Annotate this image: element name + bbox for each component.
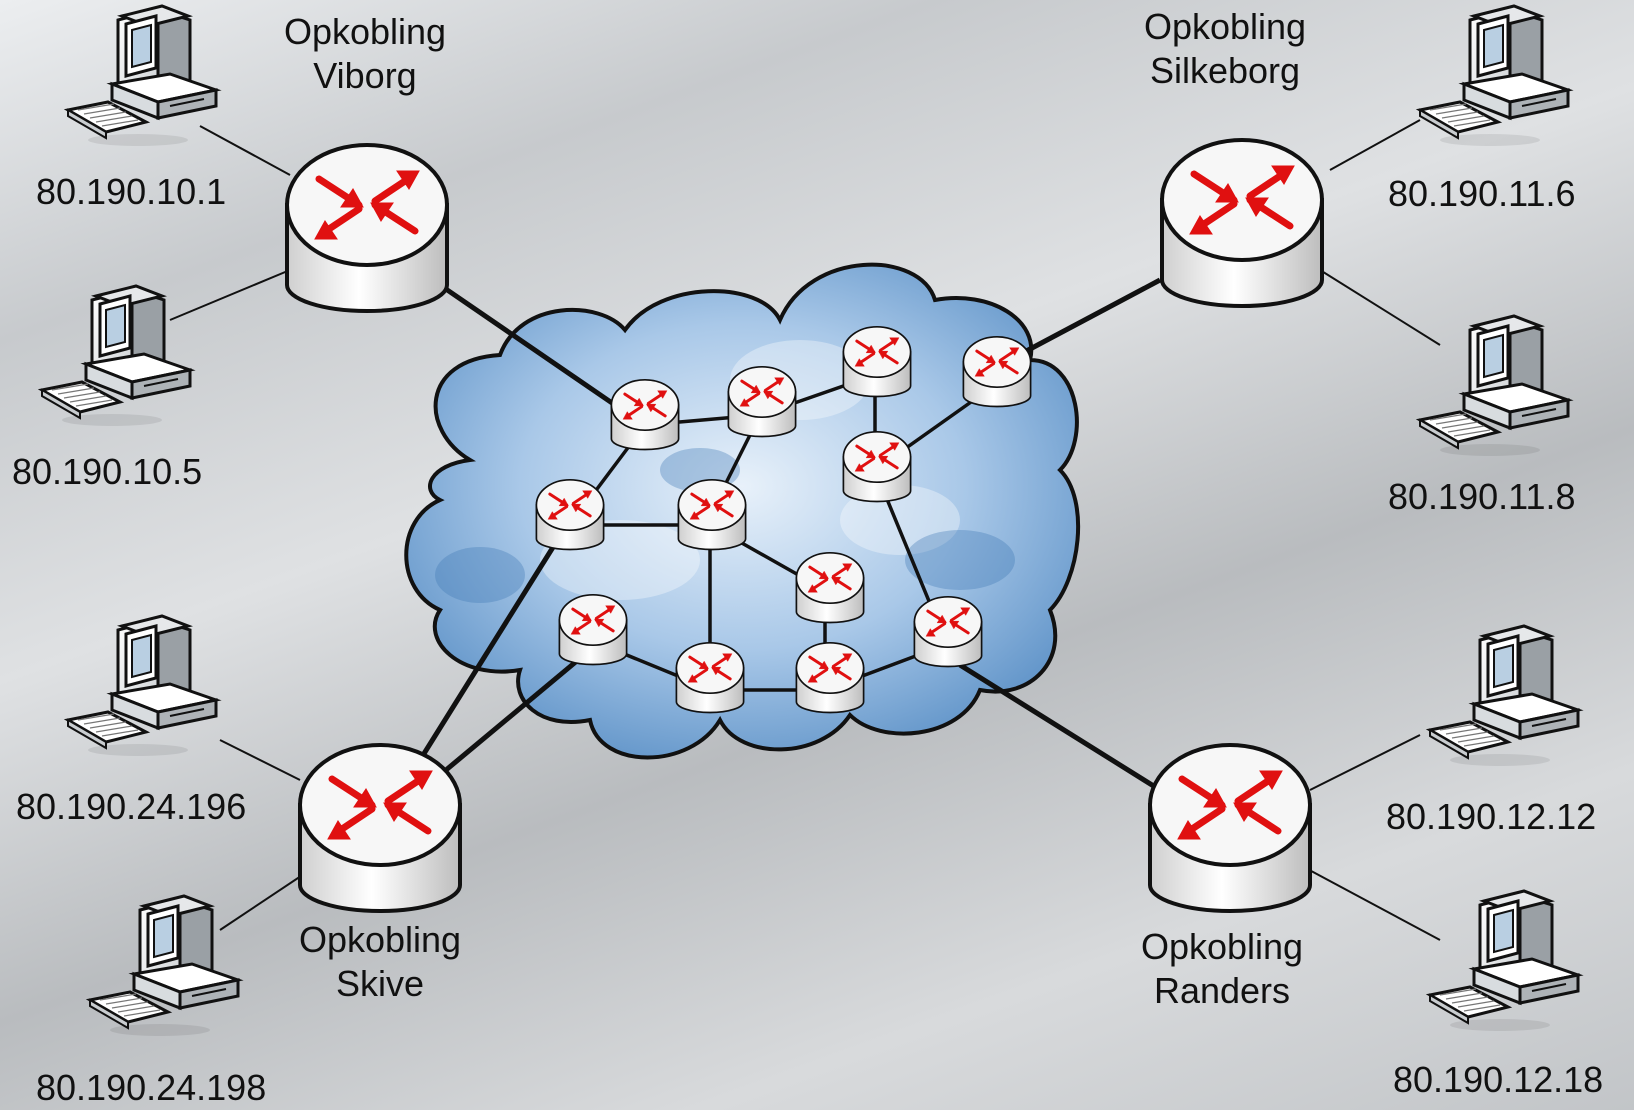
router-icon [794, 551, 866, 624]
router-icon [300, 745, 460, 911]
router-icon [912, 595, 984, 668]
site-label-line1: Opkobling [1143, 6, 1307, 47]
router-icon [794, 641, 866, 714]
router-icon [676, 478, 748, 551]
router-icon [1150, 745, 1310, 911]
computer-icon [88, 894, 240, 1038]
computer-icon [1428, 889, 1580, 1033]
router-icon [841, 430, 913, 503]
host-ip-label: 80.190.24.198 [36, 1067, 267, 1108]
router-icon [534, 478, 606, 551]
site-label-line2: Randers [1153, 970, 1291, 1011]
computer-icon [1418, 314, 1570, 458]
site-label-randers: Opkobling Randers [1141, 925, 1303, 1013]
router-icon [726, 365, 798, 438]
computer-icon [66, 614, 218, 758]
backbone-links [417, 277, 1162, 793]
computer-icon [66, 4, 218, 148]
site-label-line2: Silkeborg [1149, 50, 1301, 91]
router-icon [557, 593, 629, 666]
site-label-line2: Skive [335, 963, 425, 1004]
router-icon [1162, 140, 1322, 306]
site-label-line1: Opkobling [283, 11, 447, 52]
site-label-skive: Opkobling Skive [299, 918, 461, 1006]
site-label-silkeborg: Opkobling Silkeborg [1144, 5, 1306, 93]
host-ip-label: 80.190.11.8 [1388, 476, 1576, 517]
router-icon [609, 378, 681, 451]
site-label-line1: Opkobling [298, 919, 462, 960]
site-label-viborg: Opkobling Viborg [284, 10, 446, 98]
computer-icon [40, 284, 192, 428]
host-ip-label: 80.190.10.1 [36, 171, 227, 212]
computer-icon [1418, 4, 1570, 148]
host-ip-label: 80.190.24.196 [16, 786, 247, 827]
router-icon [674, 641, 746, 714]
host-links [169, 119, 1441, 941]
router-icon [287, 145, 447, 311]
site-label-line2: Viborg [313, 55, 417, 96]
router-icon [841, 325, 913, 398]
host-ip-label: 80.190.11.6 [1388, 173, 1576, 214]
host-ip-label: 80.190.12.18 [1393, 1059, 1604, 1100]
host-ip-label: 80.190.12.12 [1386, 796, 1597, 837]
site-label-line1: Opkobling [1140, 926, 1304, 967]
computer-icon [1428, 624, 1580, 768]
router-icon [961, 335, 1033, 408]
host-ip-label: 80.190.10.5 [12, 451, 203, 492]
